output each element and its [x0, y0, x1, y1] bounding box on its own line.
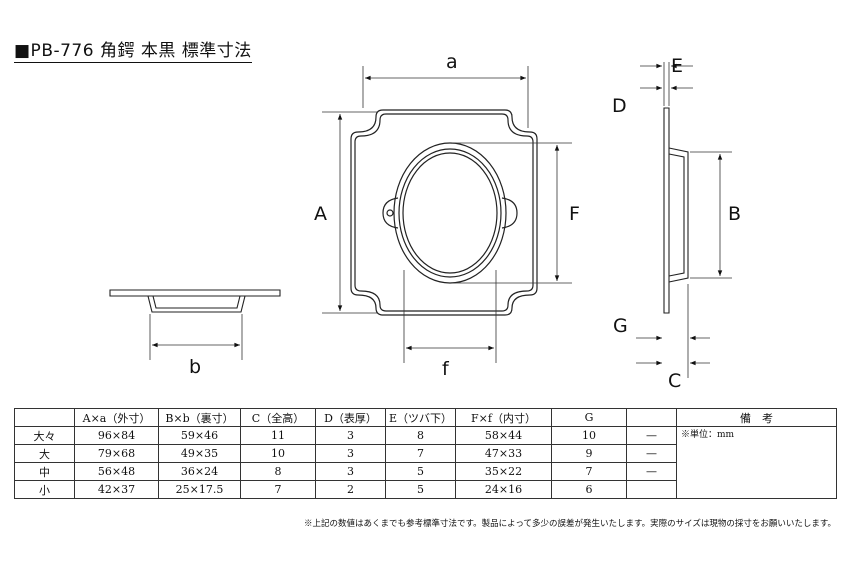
cell-D: 2: [315, 480, 386, 499]
side-cup-inner: [668, 153, 685, 277]
size-name: 中: [14, 462, 75, 481]
header-cell: B×b（裏寸）: [158, 408, 241, 427]
header-cell: A×a（外寸）: [74, 408, 159, 427]
front-view: [350, 109, 538, 316]
header-cell: [14, 408, 75, 427]
cell-G: 7: [551, 462, 627, 481]
cell-E: 8: [385, 426, 456, 445]
left-lug-dot: [386, 209, 394, 217]
cell-G: 6: [551, 480, 627, 499]
table-row: 小 42×37 25×17.5 7 2 5 24×16 6: [14, 480, 837, 499]
footnote: ※上記の数値はあくまでも参考標準寸法です。製品によって多少の誤差が発生いたします…: [303, 519, 836, 529]
cell-D: 3: [315, 426, 386, 445]
label-a: a: [446, 51, 458, 73]
front-dimensions: [322, 66, 572, 363]
cell-E: 5: [385, 480, 456, 499]
cell-Aa: 96×84: [74, 426, 159, 445]
table-row: 中 56×48 36×24 8 3 5 35×22 7 —: [14, 462, 837, 481]
plate-outline: [350, 109, 538, 316]
size-name: 小: [14, 480, 75, 499]
size-name: 大: [14, 444, 75, 463]
header-cell: 備 考: [676, 408, 837, 427]
bottom-cup: [147, 295, 246, 313]
outer-ellipse: [393, 142, 507, 284]
cell-E: 5: [385, 462, 456, 481]
inner-ellipse: [402, 152, 498, 274]
cell-dash: —: [626, 462, 677, 481]
label-F: F: [569, 203, 580, 225]
cell-dash: —: [626, 426, 677, 445]
cell-Ff: 47×33: [455, 444, 552, 463]
label-f: f: [442, 358, 450, 380]
technical-drawing: a A F f b E D B G C: [109, 51, 741, 392]
label-A: A: [314, 203, 327, 225]
label-G: G: [613, 315, 628, 337]
plate-inner-outline: [354, 113, 534, 312]
cell-C: 11: [240, 426, 316, 445]
cell-Ff: 58×44: [455, 426, 552, 445]
remarks-cell: ※単位：mm: [676, 426, 837, 499]
cell-C: 8: [240, 462, 316, 481]
header-cell: C（全高）: [240, 408, 316, 427]
cell-Ff: 35×22: [455, 462, 552, 481]
table-row: 大々 96×84 59×46 11 3 8 58×44 10 — ※単位：mm: [14, 426, 837, 499]
label-B: B: [728, 203, 741, 225]
cell-E: 7: [385, 444, 456, 463]
size-name: 大々: [14, 426, 75, 445]
label-b: b: [189, 356, 201, 378]
cell-Bb: 49×35: [158, 444, 241, 463]
spec-table: A×a（外寸） B×b（裏寸） C（全高） D（表厚） E（ツバ下） F×f（内…: [14, 408, 837, 499]
header-cell: D（表厚）: [315, 408, 386, 427]
side-flange: [663, 107, 670, 314]
right-side-view: [663, 107, 689, 314]
label-D: D: [612, 95, 627, 117]
bottom-cup-inner: [152, 295, 241, 309]
header-cell: F×f（内寸）: [455, 408, 552, 427]
cell-Bb: 36×24: [158, 462, 241, 481]
middle-ellipse: [398, 148, 502, 278]
right-lug: [501, 197, 518, 229]
cell-Aa: 56×48: [74, 462, 159, 481]
cell-Ff: 24×16: [455, 480, 552, 499]
cell-Aa: 42×37: [74, 480, 159, 499]
cell-dash: —: [626, 444, 677, 463]
table-header-row: A×a（外寸） B×b（裏寸） C（全高） D（表厚） E（ツバ下） F×f（内…: [14, 408, 837, 427]
label-E: E: [671, 55, 683, 77]
header-cell: G: [551, 408, 627, 427]
cell-D: 3: [315, 444, 386, 463]
side-cup: [668, 147, 689, 283]
cell-D: 3: [315, 462, 386, 481]
cell-C: 7: [240, 480, 316, 499]
bottom-side-view: [109, 289, 281, 313]
label-C: C: [668, 370, 681, 392]
cell-Bb: 59×46: [158, 426, 241, 445]
header-cell: [626, 408, 677, 427]
cell-G: 10: [551, 426, 627, 445]
cell-Aa: 79×68: [74, 444, 159, 463]
cell-G: 9: [551, 444, 627, 463]
cell-C: 10: [240, 444, 316, 463]
left-lug: [382, 197, 399, 229]
cell-Bb: 25×17.5: [158, 480, 241, 499]
page-title: ■PB-776 角鍔 本黒 標準寸法: [14, 36, 252, 63]
header-cell: E（ツバ下）: [385, 408, 456, 427]
bottom-flange: [109, 289, 281, 297]
cell-dash: [626, 480, 677, 499]
